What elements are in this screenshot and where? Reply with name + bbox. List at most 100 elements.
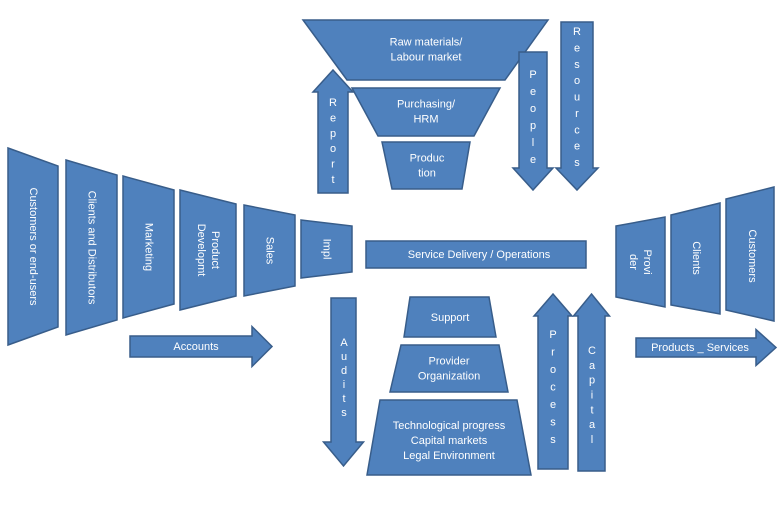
clients-distributors-label: Clients and Distributors	[86, 191, 98, 305]
report-label-letter: p	[330, 128, 336, 140]
right-clients-label: Clients	[690, 241, 702, 275]
capital-label-letter: l	[591, 434, 593, 446]
process-arrow	[532, 292, 574, 470]
right-clients-trapezoid	[670, 202, 721, 315]
product-label: ProductDevelopmt	[195, 224, 221, 277]
service-delivery-label-line: Service Delivery / Operations	[408, 249, 551, 261]
product-trapezoid	[179, 189, 237, 311]
purchasing-label: Purchasing/HRM	[397, 99, 456, 126]
people-label-letter: l	[532, 137, 534, 149]
process-label-letter: P	[549, 329, 556, 341]
resources-label-letter: o	[574, 75, 580, 87]
people-label-letter: e	[530, 154, 536, 166]
purchasing-label-line: Purchasing/	[397, 99, 456, 111]
products-services-label-line: Products _ Services	[651, 342, 749, 354]
environment-label-line: Legal Environment	[403, 450, 495, 462]
people-arrow	[511, 51, 555, 192]
purchasing-label-line: HRM	[413, 114, 438, 126]
capital-label-letter: C	[588, 345, 596, 357]
process-label-letter: s	[550, 417, 556, 429]
shapes-layer	[7, 19, 778, 476]
environment-trapezoid	[366, 399, 532, 476]
support-label: Support	[431, 312, 470, 324]
impl-label-line: Impl	[321, 239, 333, 260]
audits-label-letter: d	[341, 365, 347, 377]
marketing-label: Marketing	[143, 223, 155, 271]
customers-trapezoid	[7, 146, 59, 347]
right-clients-label-line: Clients	[690, 241, 702, 275]
environment-label-line: Capital markets	[411, 435, 488, 447]
process-label-letter: s	[550, 434, 556, 446]
raw-materials-label-line: Raw materials/	[390, 37, 464, 49]
process-label-letter: c	[550, 382, 556, 394]
sales-label-line: Sales	[264, 237, 276, 265]
raw-materials-label: Raw materials/Labour market	[390, 37, 464, 64]
labels-layer: Raw materials/Labour marketPurchasing/HR…	[27, 26, 758, 462]
service-delivery-label: Service Delivery / Operations	[408, 249, 551, 261]
audits-label-letter: A	[340, 337, 348, 349]
capital-label-letter: p	[589, 375, 595, 387]
resources-label-letter: e	[574, 141, 580, 153]
production-label-line: Produc	[410, 153, 445, 165]
audits-label-letter: s	[341, 407, 347, 419]
resources-label-letter: R	[573, 26, 581, 38]
report-label-letter: r	[331, 159, 335, 171]
report-label-letter: R	[329, 97, 337, 109]
capital-label-letter: a	[589, 360, 596, 372]
resources-label-letter: s	[574, 157, 580, 169]
raw-materials-trapezoid	[301, 19, 550, 81]
product-label-line: Developmt	[195, 224, 207, 277]
provider-org-label-line: Provider	[429, 356, 470, 368]
right-customers-label-line: Customers	[746, 229, 758, 283]
capital-arrow	[571, 292, 612, 472]
audits-label-letter: u	[341, 351, 347, 363]
audits-arrow	[321, 297, 366, 468]
marketing-trapezoid	[122, 175, 175, 319]
customers-label: Customers or end-users	[27, 188, 39, 306]
capital-label-letter: a	[589, 419, 596, 431]
environment-label-line: Technological progress	[393, 420, 506, 432]
provider-label: Provider	[627, 249, 653, 274]
service-delivery-bar	[365, 240, 587, 269]
audits-label-letter: t	[342, 393, 345, 405]
production-label-line: tion	[418, 168, 436, 180]
people-label-letter: e	[530, 86, 536, 98]
products-services-arrow	[635, 327, 778, 368]
production-label: Produc tion	[410, 153, 445, 180]
capital-label-letter: t	[590, 404, 593, 416]
people-label-letter: o	[530, 103, 536, 115]
provider-org-label-line: Organization	[418, 371, 480, 383]
capital-label-letter: i	[591, 390, 593, 402]
impl-label: Impl	[321, 239, 333, 260]
production-trapezoid	[381, 141, 471, 190]
purchasing-trapezoid	[350, 87, 502, 137]
sales-trapezoid	[243, 204, 296, 297]
report-arrow	[311, 68, 355, 194]
products-services-label: Products _ Services	[651, 342, 749, 354]
impl-trapezoid	[300, 219, 353, 279]
report-label-letter: t	[331, 174, 334, 186]
support-trapezoid	[403, 296, 497, 338]
report-label-letter: o	[330, 143, 336, 155]
report-label-letter: e	[330, 112, 336, 124]
provider-org-trapezoid	[389, 344, 509, 393]
raw-materials-label-line: Labour market	[391, 52, 462, 64]
provider-trapezoid	[615, 216, 666, 308]
process-label-letter: r	[551, 347, 555, 359]
right-customers-trapezoid	[725, 186, 775, 322]
resources-arrow	[554, 21, 600, 192]
accounts-label: Accounts	[173, 341, 219, 353]
audits-label-letter: i	[343, 379, 345, 391]
right-customers-label: Customers	[746, 229, 758, 283]
customers-label-line: Customers or end-users	[27, 188, 39, 306]
